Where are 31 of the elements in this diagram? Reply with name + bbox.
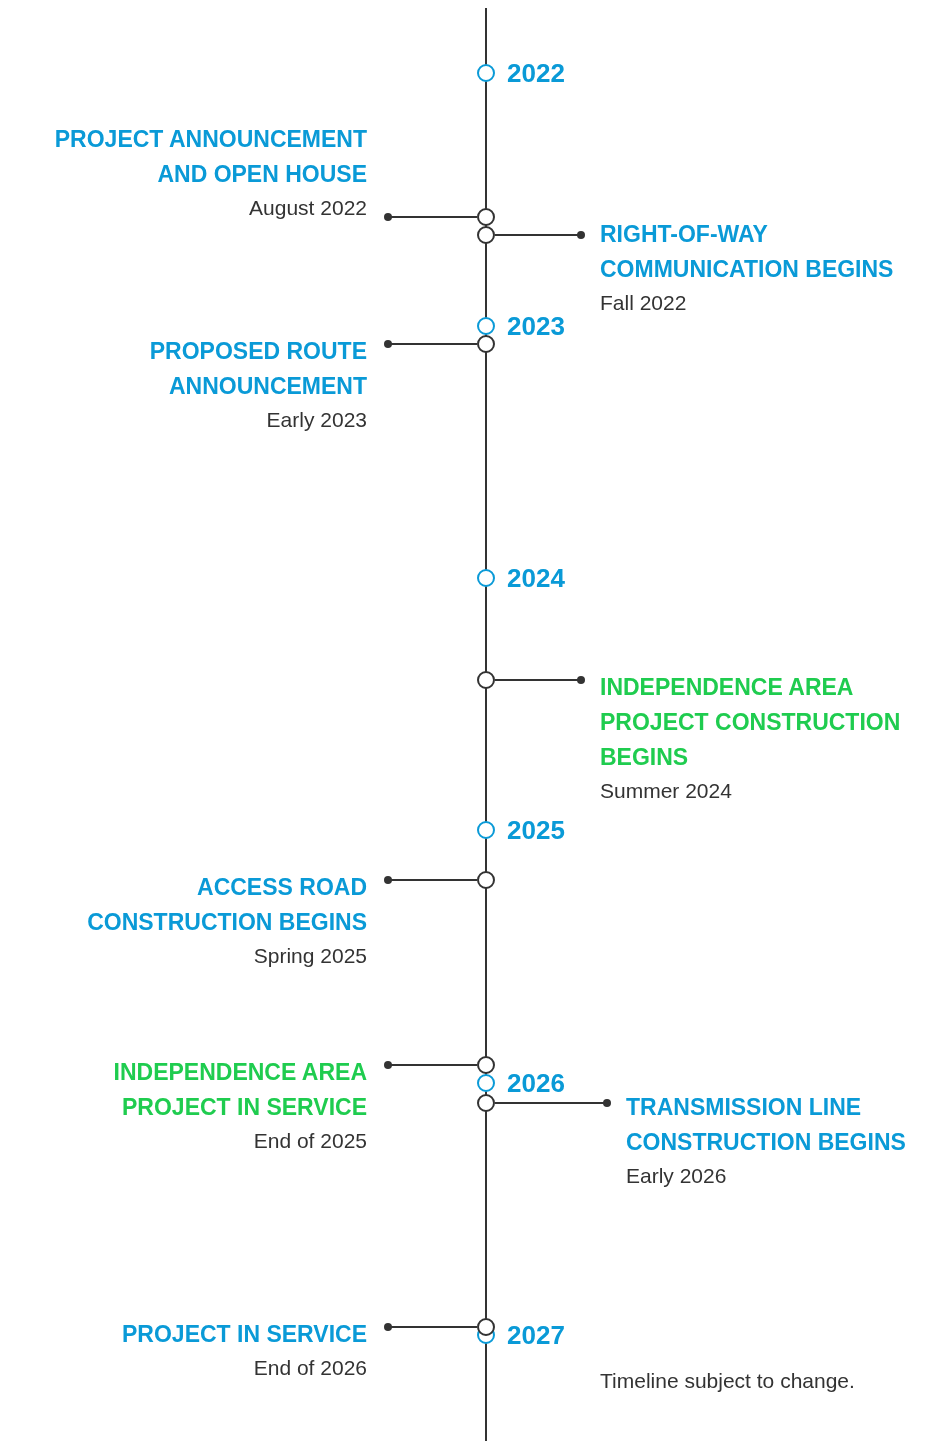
year-label: 2026 (507, 1068, 565, 1098)
connector-line (384, 1323, 478, 1331)
milestone-title: PROJECT IN SERVICE (122, 1320, 367, 1349)
milestone-title: INDEPENDENCE AREA PROJECT IN SERVICE (112, 1058, 367, 1122)
milestone-title: RIGHT-OF-WAY COMMUNICATION BEGINS (600, 220, 895, 284)
milestone-date: Early 2023 (266, 407, 367, 433)
milestone-date: Spring 2025 (253, 943, 367, 969)
milestone-date: End of 2026 (253, 1355, 367, 1381)
milestone-date: End of 2025 (253, 1128, 367, 1154)
year-label: 2024 (507, 563, 565, 593)
milestone-date: Summer 2024 (600, 778, 732, 804)
milestone-date: Early 2026 (626, 1163, 727, 1189)
connector-line (494, 1099, 611, 1107)
milestone-title: ACCESS ROAD CONSTRUCTION BEGINS (86, 873, 367, 937)
milestone-date: August 2022 (249, 195, 367, 221)
milestone-title: PROPOSED ROUTE ANNOUNCEMENT (148, 337, 367, 401)
year-label: 2027 (507, 1320, 565, 1350)
year-label: 2025 (507, 815, 565, 845)
year-label: 2022 (507, 58, 565, 88)
year-label: 2023 (507, 311, 565, 341)
connector-line (384, 213, 478, 221)
milestone-title: PROJECT ANNOUNCEMENT AND OPEN HOUSE (53, 125, 367, 189)
milestone-title: TRANSMISSION LINE CONSTRUCTION BEGINS (626, 1093, 907, 1157)
note-text: Timeline subject to change. (600, 1368, 855, 1394)
connector-line (494, 231, 585, 239)
milestone-date: Fall 2022 (600, 290, 687, 316)
connector-line (384, 1061, 478, 1069)
connector-line (384, 340, 478, 348)
milestone-title: INDEPENDENCE AREA PROJECT CONSTRUCTION BEGINS (600, 673, 902, 772)
connector-line (384, 876, 478, 884)
connector-line (494, 676, 585, 684)
